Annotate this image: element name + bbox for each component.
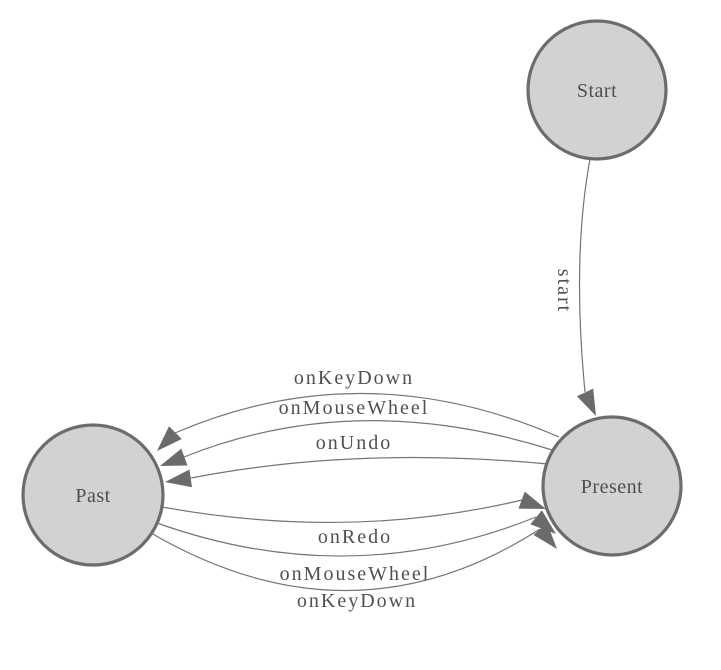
- arrowhead-icon: [530, 510, 556, 534]
- edge-start-to-present-line: [579, 158, 591, 393]
- node-past-label: Past: [75, 485, 110, 507]
- arrowhead-icon: [518, 491, 546, 509]
- edge-onundo-line: [190, 456, 549, 479]
- node-present[interactable]: Present: [541, 415, 683, 557]
- edge-label-onkeydown-top: onKeyDown: [294, 367, 414, 389]
- node-start[interactable]: Start: [526, 19, 668, 161]
- node-past[interactable]: Past: [21, 423, 165, 567]
- edge-present-to-past-onundo: onUndo: [165, 432, 549, 488]
- edge-onmousewheel-top-line: [183, 420, 553, 458]
- edge-label-onmousewheel-top: onMouseWheel: [279, 397, 430, 419]
- edge-label-onredo: onRedo: [318, 526, 392, 548]
- edge-label-onmousewheel-bottom: onMouseWheel: [280, 563, 431, 585]
- node-present-circle[interactable]: [541, 415, 683, 557]
- edge-past-to-present-onredo: onRedo: [161, 491, 546, 548]
- edge-present-to-past-onmousewheel: onMouseWheel: [160, 397, 553, 466]
- edge-past-to-present-onkeydown: onKeyDown: [150, 523, 557, 612]
- edge-label-start: start: [553, 269, 575, 313]
- edge-present-to-past-onkeydown: onKeyDown: [157, 367, 560, 451]
- node-present-label: Present: [581, 476, 643, 498]
- arrowhead-icon: [576, 388, 596, 416]
- edge-start-to-present: start: [553, 158, 596, 416]
- arrowhead-icon: [157, 426, 182, 451]
- arrowhead-icon: [160, 448, 188, 466]
- arrowhead-icon: [165, 469, 192, 488]
- edge-onredo-line: [161, 499, 523, 524]
- edge-label-onundo: onUndo: [316, 432, 392, 454]
- node-start-circle[interactable]: [526, 19, 668, 161]
- arrowhead-icon: [533, 523, 557, 549]
- edge-onkeydown-top-line: [174, 392, 560, 438]
- node-start-label: Start: [577, 80, 617, 102]
- edge-label-onkeydown-bottom: onKeyDown: [297, 590, 417, 612]
- edge-onkeydown-bottom-line: [150, 528, 541, 592]
- edge-onmousewheel-bottom-line: [156, 516, 537, 557]
- edge-past-to-present-onmousewheel: onMouseWheel: [156, 510, 556, 585]
- node-past-circle[interactable]: [21, 423, 165, 567]
